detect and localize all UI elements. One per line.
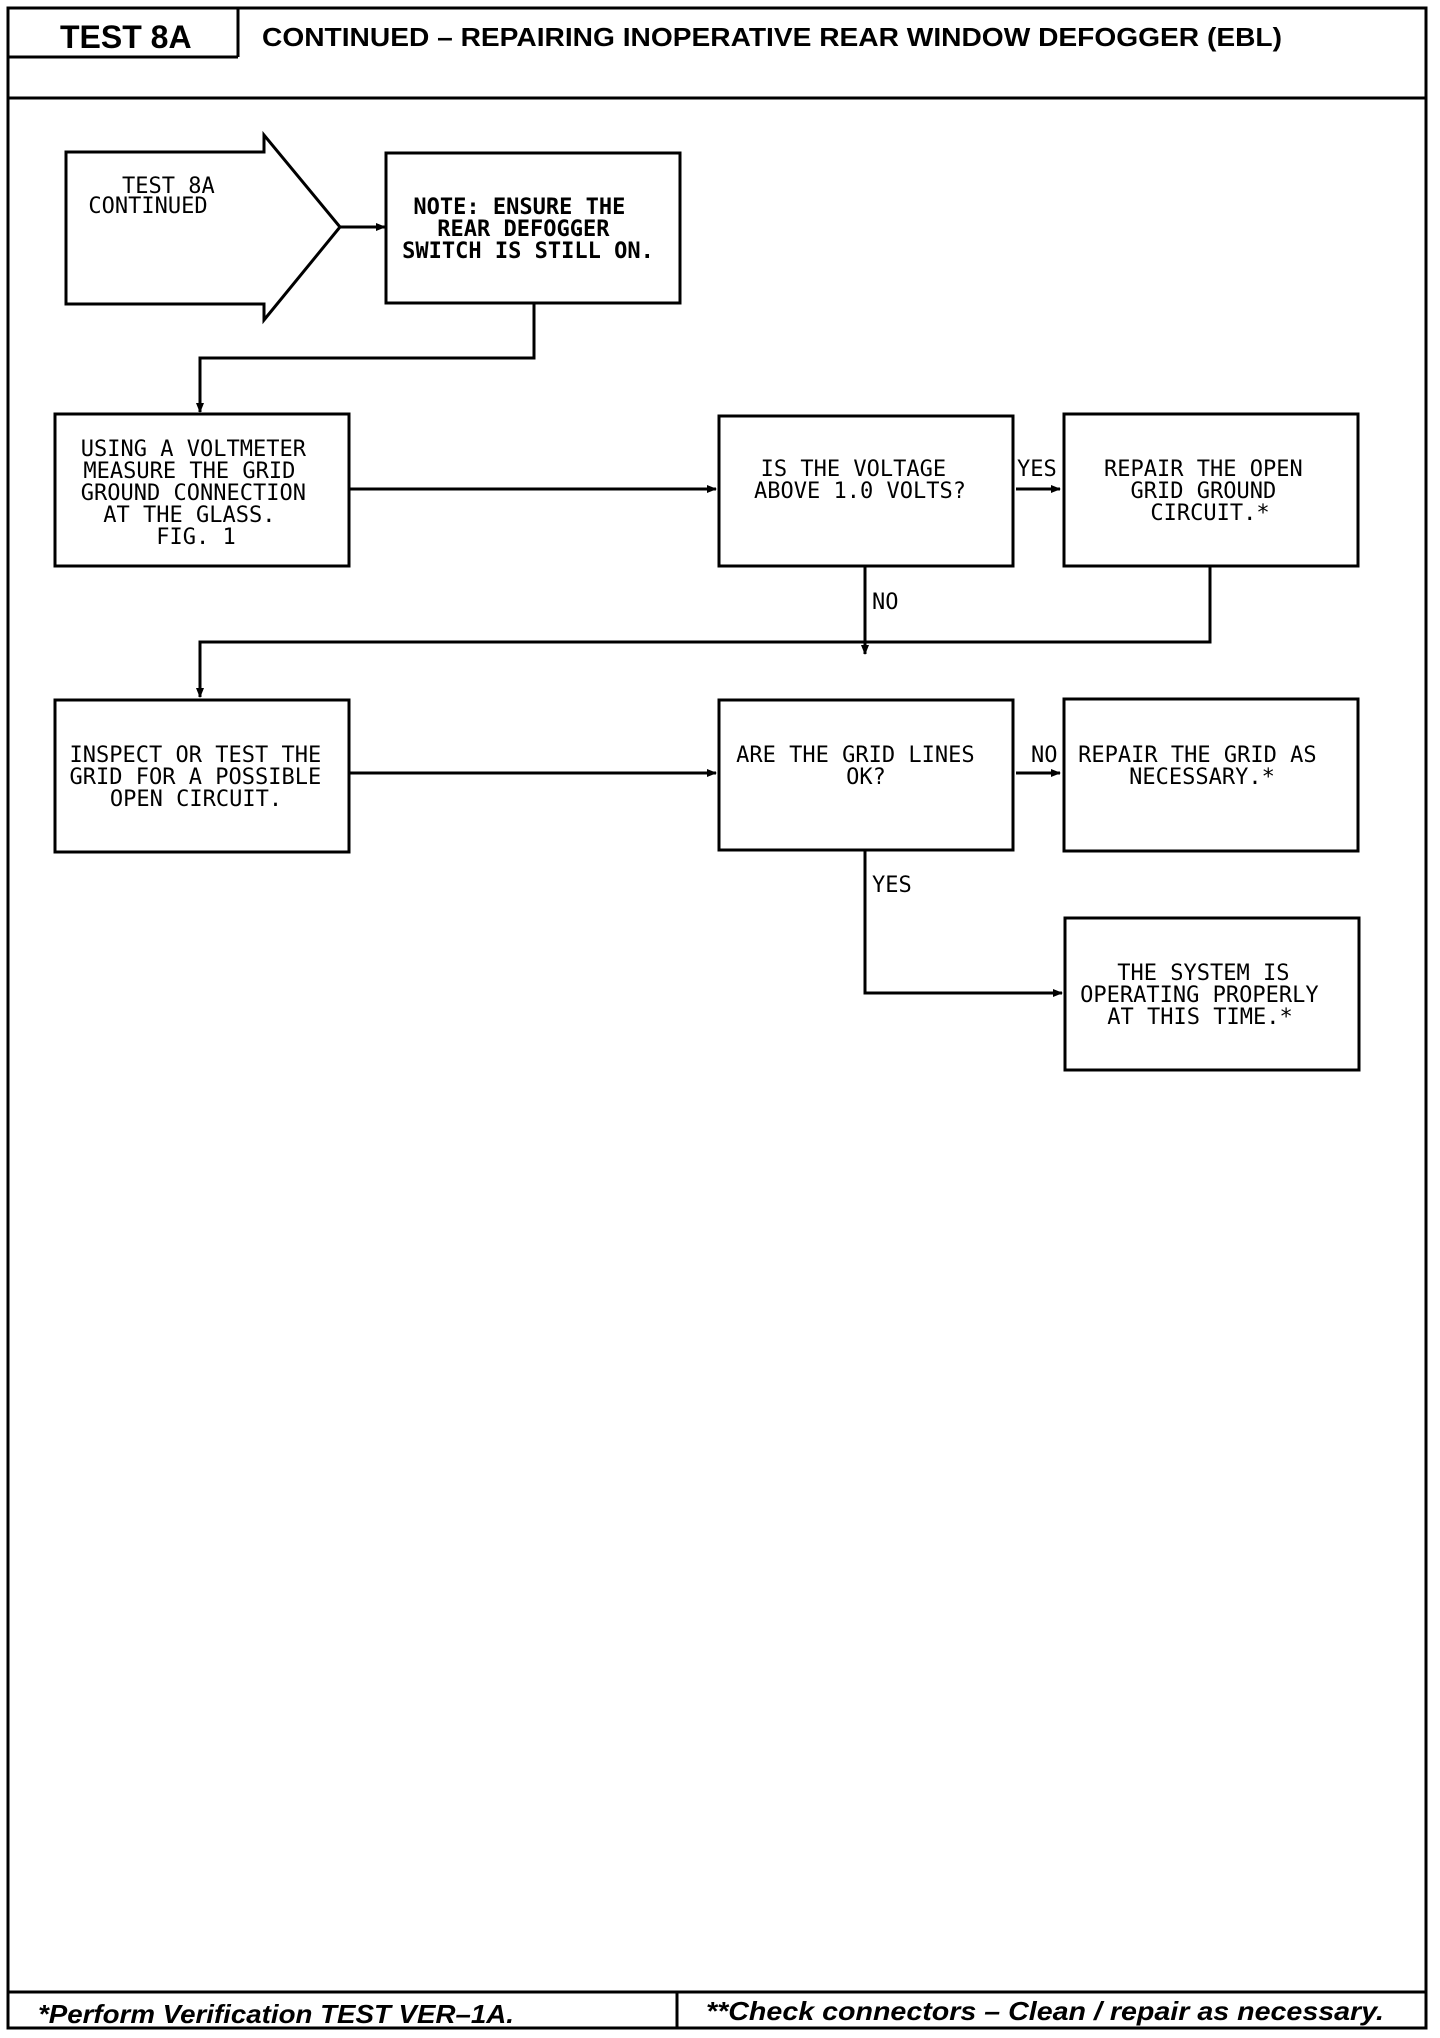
note-box: NOTE: ENSURE THE REAR DEFOGGER SWITCH IS… [384,151,682,305]
measure-box: USING A VOLTMETER MEASURE THE GRID GROUN… [53,412,351,568]
system-ok-box: THE SYSTEM IS OPERATING PROPERLY AT THIS… [1063,916,1361,1072]
connector-repair-ground-return [865,566,1212,644]
test-label: TEST 8A [60,19,192,55]
voltage-question-box: IS THE VOLTAGE ABOVE 1.0 VOLTS? [717,414,1015,568]
arrow-note-to-measure [196,303,536,413]
header-bar: TEST 8A CONTINUED – REPAIRING INOPERATIV… [8,8,1426,100]
svg-text:REPAIR THE GRID AS NECES: REPAIR THE GRID AS NECESSARY.* [1078,743,1330,790]
page-title: CONTINUED – REPAIRING INOPERATIVE REAR W… [262,22,1282,52]
footer: *Perform Verification TEST VER–1A. **Che… [8,1990,1426,2029]
footer-verification-note: *Perform Verification TEST VER–1A. [38,1999,514,2029]
grid-yes-label: YES [872,873,912,898]
start-arrow-shape [64,130,342,325]
start-label: TEST 8A CONTINUED [88,174,228,219]
arrow-grid-yes [863,850,1063,997]
voltage-yes-label: YES [1017,457,1057,482]
arrow-to-inspect [196,640,865,698]
inspect-box: INSPECT OR TEST THE GRID FOR A POSSIBLE … [53,698,351,854]
footer-connectors-note: **Check connectors – Clean / repair as n… [706,1996,1384,2026]
voltage-no-label: NO [872,590,899,615]
svg-text:THE SYSTEM IS OPERATING: THE SYSTEM IS OPERATING PROPERLY AT THIS… [1080,961,1332,1030]
start-block: TEST 8A CONTINUED [64,130,342,325]
svg-text:IS THE VOLTAGE ABOVE 1.0: IS THE VOLTAGE ABOVE 1.0 VOLTS? [754,457,966,504]
svg-text:ARE THE GRID LINES OK?: ARE THE GRID LINES OK? [736,743,988,790]
grid-no-label: NO [1031,743,1058,768]
connectors [196,223,1212,997]
grid-question-box: ARE THE GRID LINES OK? [717,698,1015,852]
svg-text:INSPECT OR TEST THE GRID: INSPECT OR TEST THE GRID FOR A POSSIBLE … [70,743,335,812]
svg-text:REPAIR THE OPEN GRID GRO: REPAIR THE OPEN GRID GROUND CIRCUIT.* [1104,457,1316,526]
repair-grid-box: REPAIR THE GRID AS NECESSARY.* [1062,697,1360,853]
page-frame [6,6,1428,2030]
svg-text:NOTE: ENSURE THE REAR DE: NOTE: ENSURE THE REAR DEFOGGER SWITCH IS… [402,195,654,264]
repair-ground-box: REPAIR THE OPEN GRID GROUND CIRCUIT.* [1062,412,1360,568]
svg-text:USING A VOLTMETER MEASUR: USING A VOLTMETER MEASURE THE GRID GROUN… [81,437,319,550]
